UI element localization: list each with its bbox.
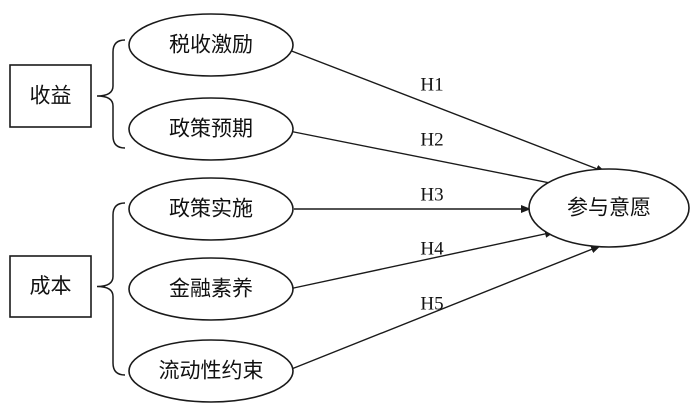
factor-label-liquidity: 流动性约束 bbox=[159, 359, 264, 383]
brace-cost bbox=[96, 202, 126, 376]
factor-ellipse-tax bbox=[128, 13, 294, 77]
hypothesis-label-h4: H4 bbox=[420, 238, 444, 259]
outcome-label: 参与意愿 bbox=[567, 196, 651, 220]
group-box-benefit bbox=[9, 64, 92, 128]
factor-label-tax: 税收激励 bbox=[169, 33, 253, 57]
factor-label-policy_expect: 政策预期 bbox=[169, 117, 253, 141]
factor-ellipse-policy_expect bbox=[128, 97, 294, 161]
hypothesis-label-h1: H1 bbox=[420, 74, 443, 95]
hypothesis-label-h3: H3 bbox=[420, 184, 443, 205]
group-label-cost: 成本 bbox=[30, 274, 72, 298]
brace-benefit bbox=[96, 39, 126, 149]
outcome-ellipse bbox=[528, 168, 690, 248]
hypothesis-label-h2: H2 bbox=[420, 129, 443, 150]
factor-ellipse-liquidity bbox=[128, 339, 294, 403]
arrow-h2 bbox=[288, 130, 566, 189]
factor-ellipse-fin_literacy bbox=[128, 257, 294, 321]
hypothesis-label-h5: H5 bbox=[420, 293, 443, 314]
group-box-cost bbox=[9, 255, 92, 318]
factor-label-policy_impl: 政策实施 bbox=[169, 197, 253, 221]
group-label-benefit: 收益 bbox=[30, 84, 72, 108]
factor-label-fin_literacy: 金融素养 bbox=[169, 277, 253, 301]
arrow-h4 bbox=[288, 229, 555, 290]
factor-ellipse-policy_impl bbox=[128, 177, 294, 241]
arrow-h5 bbox=[288, 245, 601, 371]
arrow-h1 bbox=[288, 49, 606, 173]
